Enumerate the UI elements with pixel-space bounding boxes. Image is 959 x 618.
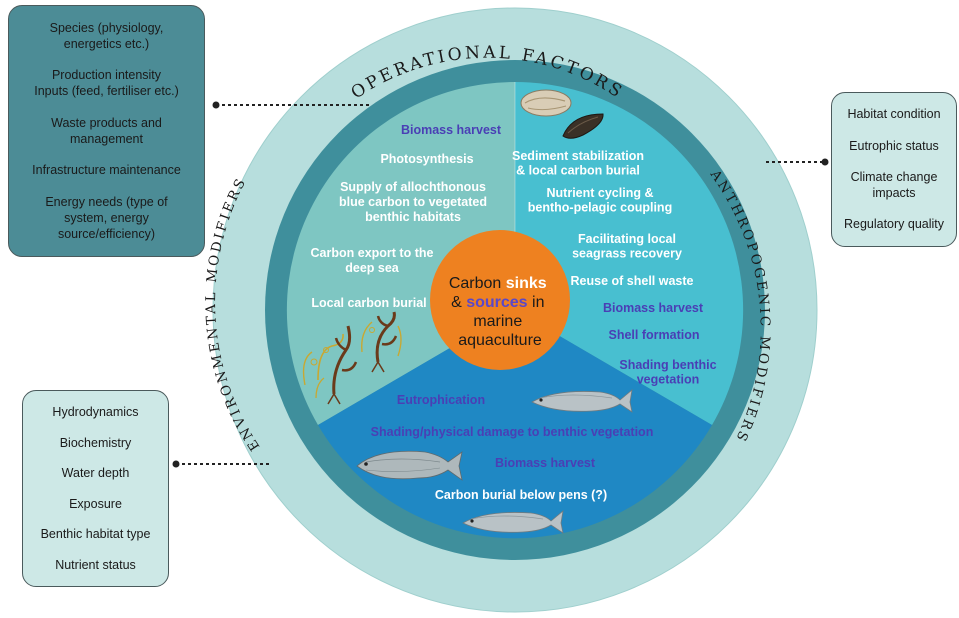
seaweed-sector-item: Biomass harvest [401, 123, 502, 137]
environmental-box-item: Exposure [69, 496, 122, 511]
oyster-icon [520, 89, 572, 117]
environmental-box-item: Hydrodynamics [52, 405, 139, 420]
anthropogenic-box-item: Habitat condition [847, 107, 941, 122]
anthropogenic-box-item: Eutrophic status [849, 138, 939, 153]
seaweed-sector-item: Local carbon burial [311, 296, 426, 310]
shellfish-sector-item: Reuse of shell waste [571, 274, 694, 288]
shellfish-sector-labels: Sediment stabilization& local carbon bur… [512, 149, 717, 387]
center-label: Carbon sinks & sources in marine aquacul… [449, 275, 551, 349]
environmental-box-item: Benthic habitat type [40, 527, 151, 542]
operational-factors-box-item: Infrastructure maintenance [32, 163, 181, 178]
center-circle [430, 230, 570, 370]
mussel-icon [562, 113, 604, 139]
environmental-box-item: Water depth [61, 466, 130, 481]
seaweed-illustration-left [302, 325, 358, 405]
shellfish-sector-item: Nutrient cycling &bentho-pelagic couplin… [528, 186, 672, 215]
finfish-sector [318, 310, 712, 539]
shellfish-sector [515, 81, 744, 425]
shellfish-sector-item: Biomass harvest [603, 301, 704, 315]
anthropogenic-box-item: Regulatory quality [843, 217, 945, 232]
finfish-sector-item: Biomass harvest [495, 456, 596, 470]
seaweed-illustration-right [361, 311, 402, 373]
fish-icon-middle [356, 450, 463, 481]
operational-factors-box: Species (physiology,energetics etc.) Prod… [8, 5, 205, 257]
fish-icon-top [531, 389, 633, 413]
seaweed-sector-item: Photosynthesis [380, 152, 473, 166]
shellfish-sector-item: Shell formation [609, 328, 700, 342]
fish-icon-bottom [462, 510, 564, 534]
finfish-sector-item: Shading/physical damage to benthic veget… [371, 425, 654, 439]
shellfish-sector-item: Sediment stabilization& local carbon bur… [512, 149, 644, 178]
environmental-box-item: Nutrient status [55, 557, 136, 572]
operational-factors-box-item: Species (physiology,energetics etc.) [49, 20, 164, 51]
finfish-sector-item: Eutrophication [397, 393, 485, 407]
environmental-box-item: Biochemistry [59, 435, 132, 450]
finfish-sector-item: Carbon burial below pens (?) [435, 488, 607, 502]
